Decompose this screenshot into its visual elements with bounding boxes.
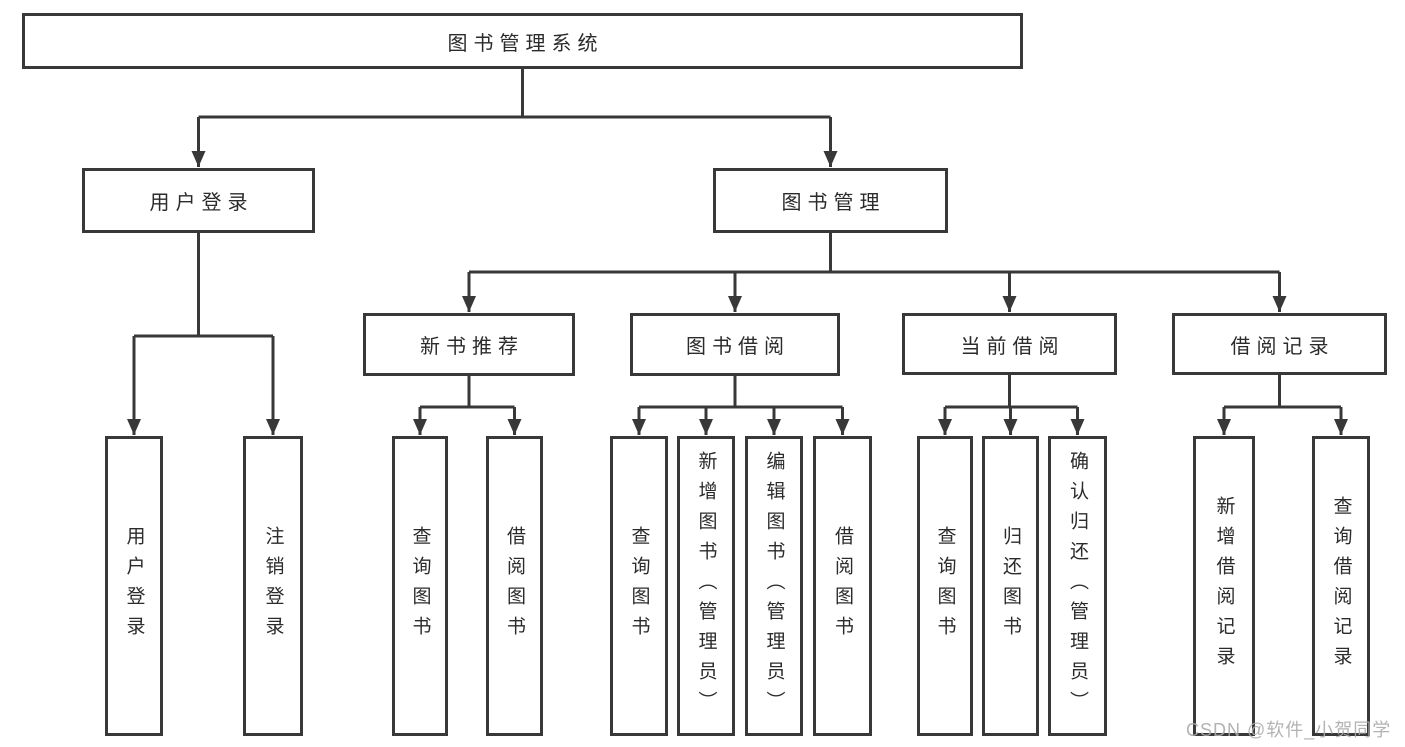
leaf-confirm-return-admin-label: 确认归还（管理员）: [1067, 451, 1088, 721]
leaf-query-books-3-label: 查询图书: [934, 526, 956, 646]
node-user-login: 用户登录: [82, 168, 315, 233]
node-new-book-recommend: 新书推荐: [363, 313, 575, 376]
leaf-edit-book-admin-label: 编辑图书（管理员）: [763, 451, 785, 721]
leaf-borrow-books-1-label: 借阅图书: [504, 526, 525, 646]
connector-root-elbow: [198, 69, 831, 119]
leaf-query-books-2-label: 查询图书: [628, 526, 650, 646]
leaf-edit-book-admin: 编辑图书（管理员）: [745, 436, 803, 736]
node-book-management: 图书管理: [713, 168, 948, 233]
leaf-query-borrow-record: 查询借阅记录: [1312, 436, 1370, 736]
leaf-return-books: 归还图书: [982, 436, 1039, 736]
leaf-user-login: 用户登录: [105, 436, 163, 736]
connector-book-borrow-elbow: [639, 376, 843, 409]
leaf-borrow-books-2: 借阅图书: [813, 436, 872, 736]
connector-new-book-elbow: [420, 376, 515, 409]
node-borrow-records: 借阅记录: [1172, 313, 1387, 375]
connector-user-login-elbow: [134, 233, 273, 338]
node-book-borrow: 图书借阅: [630, 313, 840, 376]
leaf-logout: 注销登录: [243, 436, 303, 736]
node-current-borrow: 当前借阅: [902, 313, 1117, 375]
leaf-user-login-label: 用户登录: [123, 526, 145, 646]
leaf-confirm-return-admin: 确认归还（管理员）: [1048, 436, 1107, 736]
node-library-management-system: 图书管理系统: [22, 13, 1023, 69]
leaf-add-borrow-record-label: 新增借阅记录: [1213, 496, 1235, 676]
leaf-borrow-books-1: 借阅图书: [486, 436, 543, 736]
connector-current-borrow-elbow: [945, 375, 1078, 409]
connector-borrow-records-elbow: [1224, 375, 1341, 409]
csdn-watermark: CSDN @软件_小贺同学: [1186, 720, 1392, 740]
leaf-add-book-admin: 新增图书（管理员）: [677, 436, 735, 736]
leaf-query-books-3: 查询图书: [917, 436, 973, 736]
leaf-query-books-1-label: 查询图书: [409, 526, 431, 646]
leaf-borrow-books-2-label: 借阅图书: [832, 526, 853, 646]
connector-book-management-elbow: [469, 233, 1280, 274]
leaf-add-borrow-record: 新增借阅记录: [1193, 436, 1255, 736]
leaf-query-books-2: 查询图书: [610, 436, 668, 736]
leaf-logout-label: 注销登录: [262, 526, 284, 646]
leaf-add-book-admin-label: 新增图书（管理员）: [695, 451, 717, 721]
leaf-query-borrow-record-label: 查询借阅记录: [1330, 496, 1352, 676]
leaf-return-books-label: 归还图书: [1000, 526, 1021, 646]
leaf-query-books-1: 查询图书: [392, 436, 448, 736]
